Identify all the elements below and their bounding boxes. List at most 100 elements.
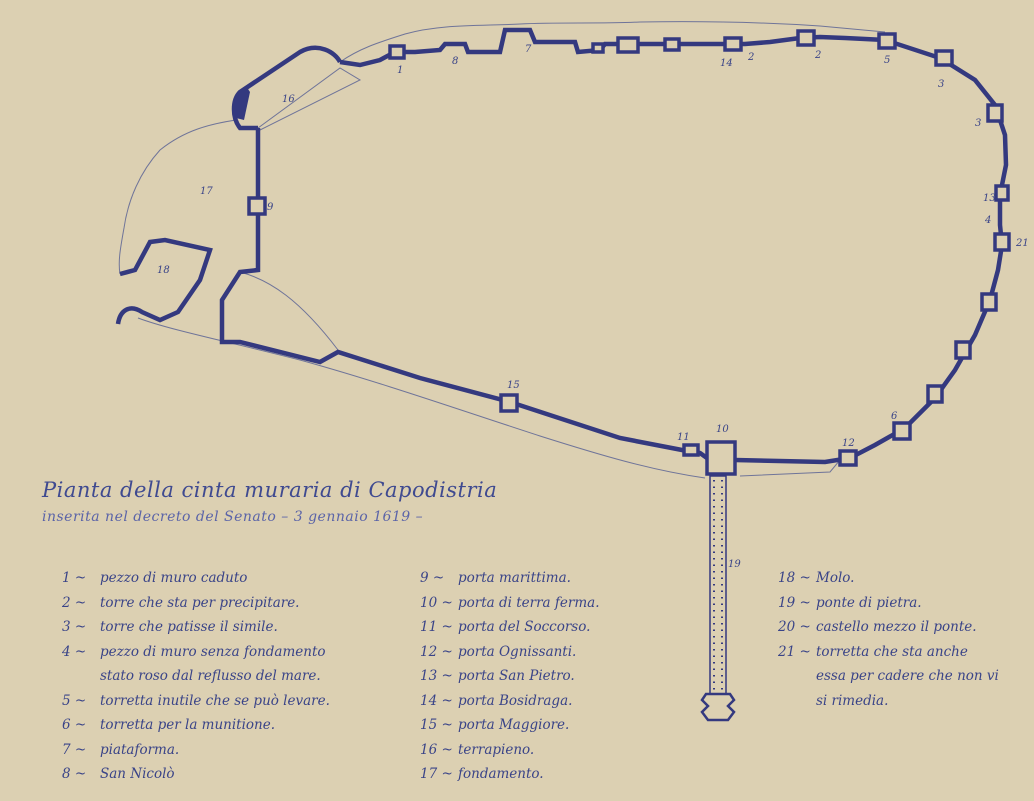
- towers: [247, 29, 1011, 476]
- label-19: 19: [728, 559, 741, 570]
- legend-num: 11 ~: [420, 619, 453, 635]
- bridge-castle: [700, 692, 736, 722]
- tower-right-1: [980, 292, 998, 312]
- tower-21: [993, 232, 1011, 252]
- legend-row: stato roso dal reflusso del mare.: [62, 664, 330, 689]
- label-17: 17: [200, 186, 213, 197]
- label-2a: 2: [747, 52, 754, 63]
- legend-row: 6 ~torretta per la munitione.: [62, 713, 330, 738]
- south-shore-line: [137, 317, 706, 479]
- legend-num: 13 ~: [420, 668, 453, 684]
- tower-north-a: [616, 36, 640, 54]
- north-shore-line: [339, 21, 886, 63]
- molo: [115, 237, 213, 325]
- legend-row: 16 ~ terrapieno.: [420, 738, 599, 763]
- legend-text: porta Bosidraga.: [458, 692, 573, 709]
- legend-row: 2 ~ torre che sta per precipitare.: [62, 591, 330, 616]
- legend-num: [778, 664, 816, 689]
- legend-num: 17 ~: [420, 766, 453, 782]
- legend-num: 4 ~: [62, 643, 87, 660]
- legend-row: 18 ~Molo.: [778, 566, 999, 591]
- legend-num: 12 ~: [420, 643, 453, 660]
- legend-row: 5 ~ torretta inutile che se può levare.: [62, 689, 330, 714]
- legend-row: 10 ~ porta di terra ferma.: [420, 591, 599, 616]
- legend-text: terrapieno.: [458, 741, 535, 758]
- legend-row: si rimedia.: [778, 689, 999, 714]
- label-6: 6: [891, 411, 898, 422]
- legend-num: 19 ~: [778, 594, 811, 611]
- legend-num: 16 ~: [420, 741, 453, 758]
- label-13: 13: [983, 193, 996, 204]
- legend-row: 3 ~ torre che patisse il simile.: [62, 615, 330, 640]
- legend-text: essa per cadere che non vi: [816, 668, 999, 684]
- bridge-deck: [709, 475, 727, 699]
- south-east-shore: [739, 459, 841, 477]
- map-subtitle: inserita nel decreto del Senato – 3 genn…: [42, 509, 424, 525]
- legend-row: 20 ~ castello mezzo il ponte.: [778, 615, 999, 640]
- legend-column-3: 18 ~Molo. 19 ~ ponte di pietra. 20 ~ caste…: [778, 566, 999, 713]
- legend-text: porta Maggiore.: [458, 717, 570, 733]
- legend-text: porta marittima.: [458, 570, 571, 586]
- legend-num: 20 ~: [778, 619, 811, 635]
- label-12: 12: [842, 438, 855, 449]
- legend-text: Molo.: [816, 570, 855, 586]
- legend-row: 17 ~ fondamento.: [420, 762, 599, 787]
- map-title: Pianta della cinta muraria di Capodistri…: [42, 478, 498, 502]
- gate-15: [499, 393, 519, 413]
- tower-north-b: [591, 42, 605, 54]
- legend-num: 15 ~: [420, 717, 453, 733]
- legend-text: si rimedia.: [816, 692, 889, 709]
- legend-text: porta del Soccorso.: [458, 619, 591, 635]
- terrapieno-outline: [257, 67, 362, 131]
- label-9: 9: [267, 202, 274, 213]
- legend-num: [62, 664, 100, 689]
- legend-row: 4 ~pezzo di muro senza fondamento: [62, 640, 330, 665]
- walls: [115, 27, 1009, 465]
- tower-4: [663, 37, 681, 52]
- legend-num: 21 ~: [778, 643, 811, 660]
- tower-12: [838, 449, 858, 467]
- legend-text: ponte di pietra.: [816, 594, 922, 611]
- legend-text: torretta che sta anche: [816, 643, 968, 660]
- tower-6: [892, 421, 912, 441]
- legend-num: 5 ~: [62, 692, 87, 709]
- legend-num: 3 ~: [62, 619, 87, 635]
- legend-column-2: 9 ~porta marittima. 10 ~porta di terra f…: [420, 566, 599, 787]
- gate-9: [247, 196, 267, 216]
- legend-num: 2 ~: [62, 594, 87, 611]
- legend-text: porta di terra ferma.: [458, 594, 600, 611]
- tower-1: [388, 44, 406, 60]
- label-1: 1: [397, 65, 403, 76]
- legend-row: 13 ~porta San Pietro.: [420, 664, 599, 689]
- label-15: 15: [507, 380, 520, 391]
- legend-row: 7 ~ piataforma.: [62, 738, 330, 763]
- label-18: 18: [157, 265, 170, 276]
- legend-text: castello mezzo il ponte.: [816, 619, 977, 635]
- legend-row: 11 ~ porta del Soccorso.: [420, 615, 599, 640]
- legend-text: piataforma.: [100, 741, 180, 758]
- label-5: 5: [884, 55, 890, 66]
- legend-num: 10 ~: [420, 594, 453, 611]
- legend-text: torretta inutile che se può levare.: [100, 692, 330, 709]
- legend-row: 21 ~ torretta che sta anche: [778, 640, 999, 665]
- legend-text: San Nicolò: [100, 766, 175, 782]
- legend-text: fondamento.: [458, 766, 544, 782]
- legend-num: 7 ~: [62, 741, 87, 758]
- legend-row: 19 ~ ponte di pietra.: [778, 591, 999, 616]
- legend-text: porta Ognissanti.: [458, 643, 577, 660]
- legend-row: 1 ~pezzo di muro caduto: [62, 566, 330, 591]
- legend-text: torre che sta per precipitare.: [100, 594, 300, 611]
- bridge: [700, 475, 736, 722]
- label-10: 10: [716, 424, 729, 435]
- legend-num: 14 ~: [420, 692, 453, 709]
- tower-3b: [986, 103, 1004, 123]
- legend-num: 6 ~: [62, 717, 87, 733]
- tower-2a: [723, 36, 743, 52]
- label-3b: 3: [975, 118, 981, 129]
- label-16: 16: [282, 94, 295, 105]
- legend-num: 1 ~: [62, 570, 87, 586]
- legend-text: torre che patisse il simile.: [100, 619, 278, 635]
- tower-right-2: [954, 340, 972, 360]
- label-3a: 3: [938, 79, 944, 90]
